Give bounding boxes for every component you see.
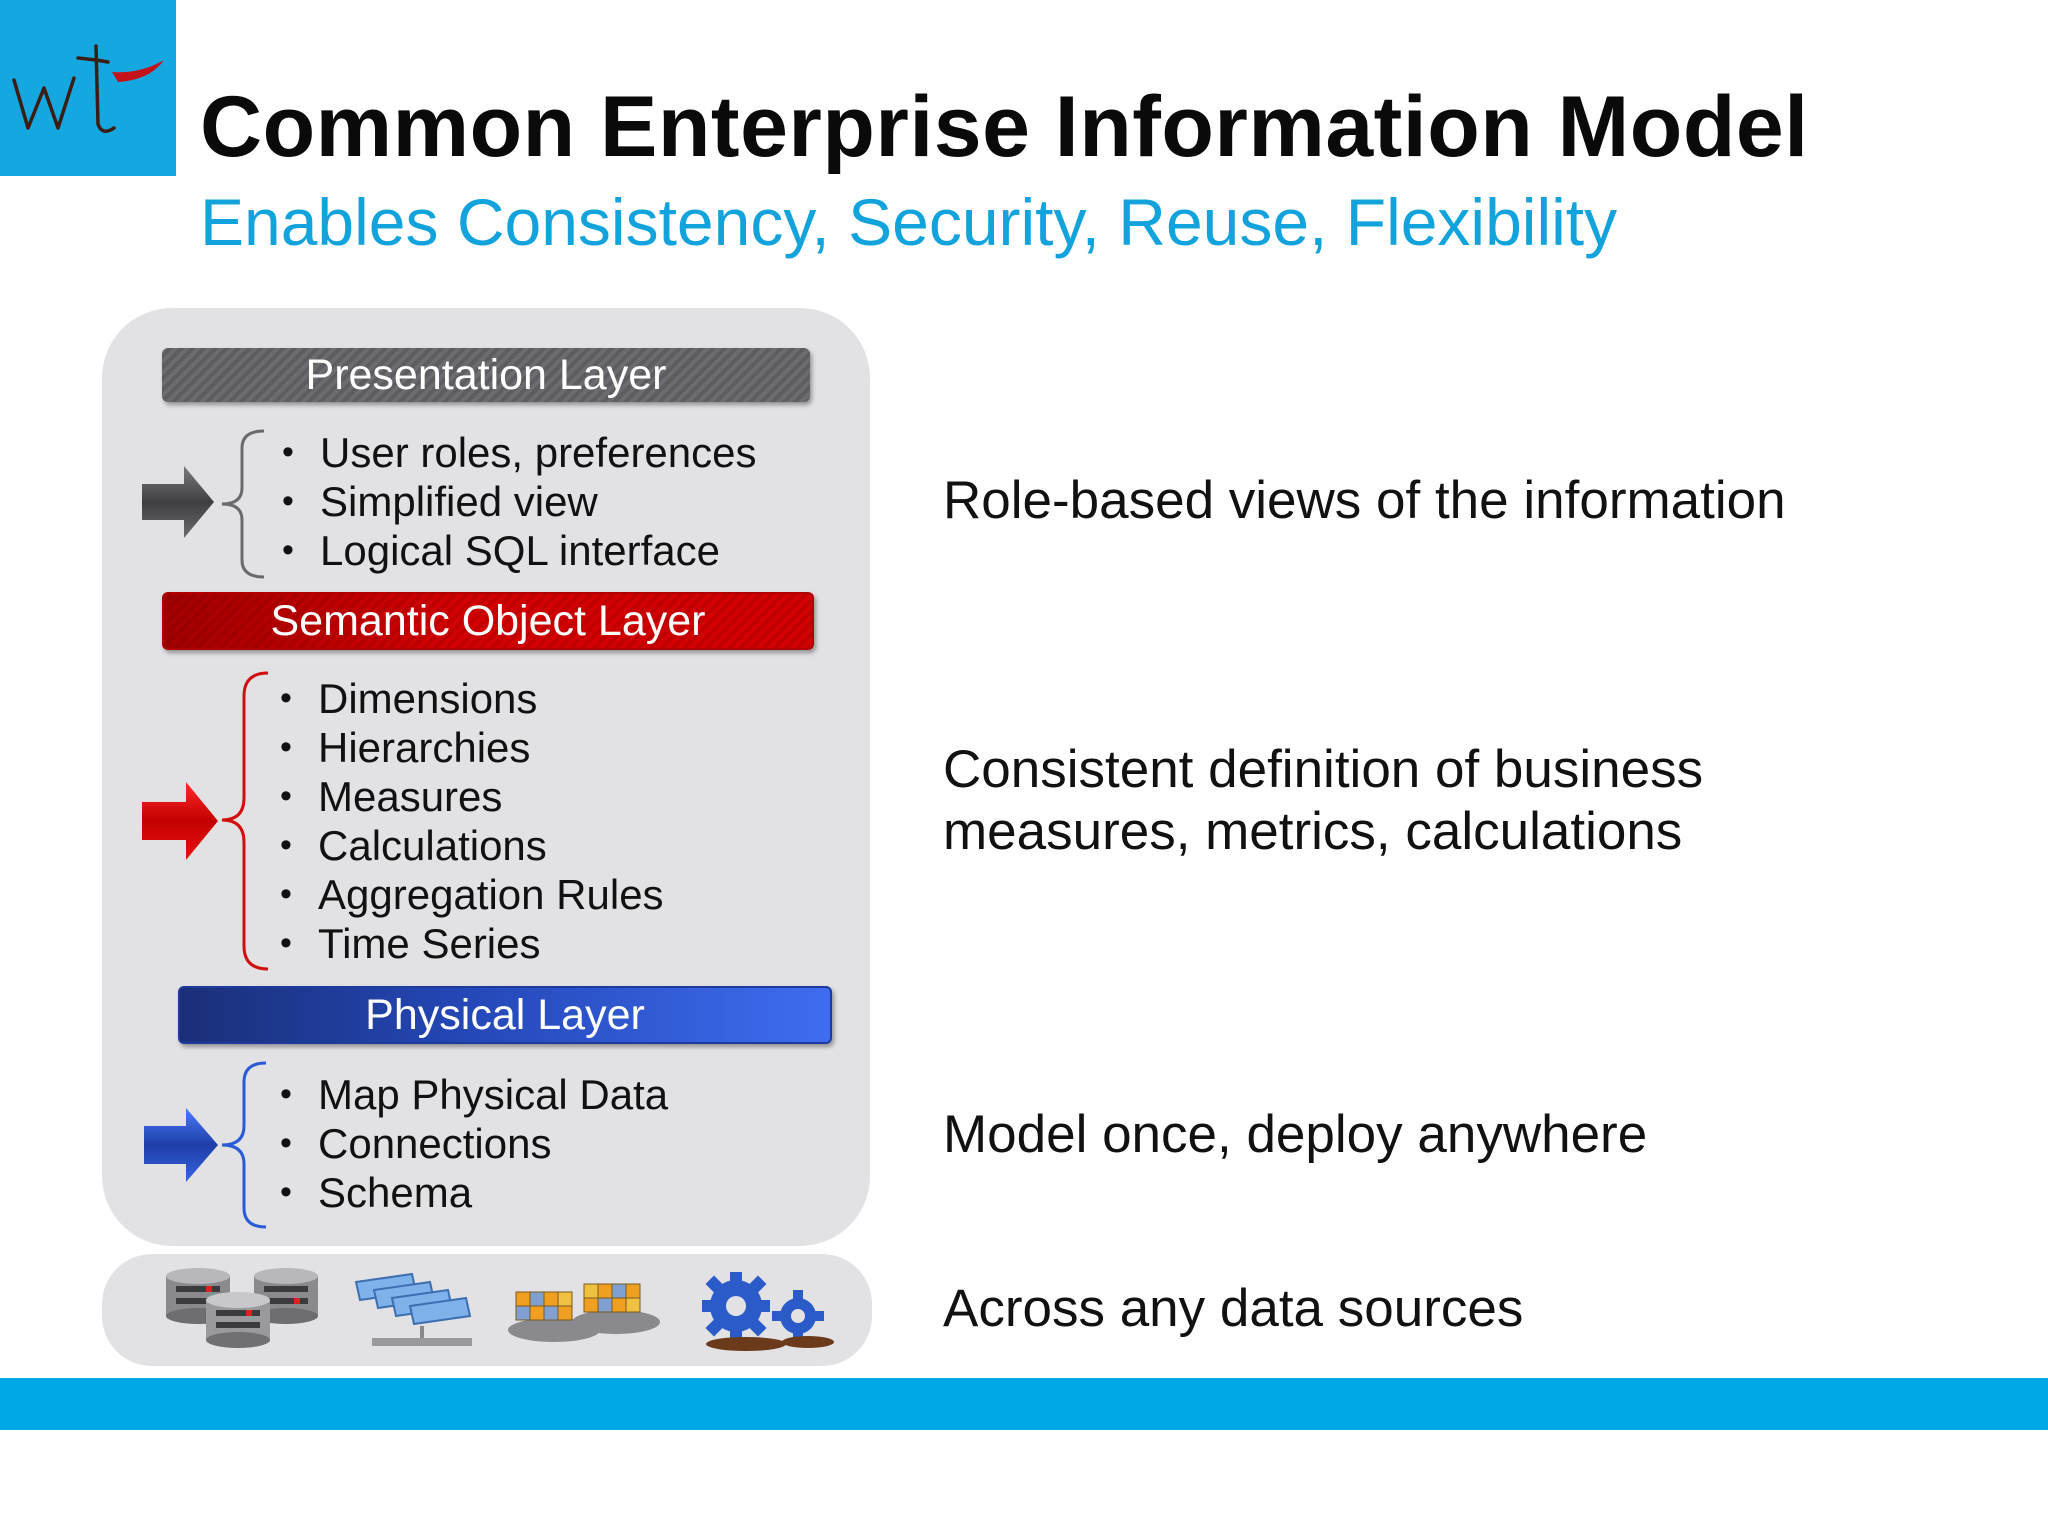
gears-icon <box>702 1272 834 1351</box>
list-item: Hierarchies <box>280 723 664 772</box>
semantic-brace-icon <box>221 671 269 971</box>
presentation-layer-description: Role-based views of the information <box>943 471 1786 530</box>
presentation-arrow-icon <box>142 466 214 538</box>
data-sources-description: Across any data sources <box>943 1279 1524 1338</box>
database-cluster-icon <box>166 1268 318 1348</box>
list-item: Map Physical Data <box>280 1070 668 1119</box>
description-line: Consistent definition of business <box>943 740 1704 799</box>
physical-layer-description: Model once, deploy anywhere <box>943 1105 1648 1164</box>
list-item: Time Series <box>280 919 664 968</box>
list-item: Simplified view <box>282 477 757 526</box>
company-logo <box>0 0 176 176</box>
list-item: Aggregation Rules <box>280 870 664 919</box>
description-line: measures, metrics, calculations <box>943 802 1683 861</box>
footer-band <box>0 1378 2048 1430</box>
semantic-layer-list: Dimensions Hierarchies Measures Calculat… <box>280 674 664 968</box>
semantic-arrow-icon <box>142 782 218 860</box>
semantic-layer-description: Consistent definition of business measur… <box>943 739 1703 863</box>
wt-logo-icon <box>12 44 164 133</box>
list-item: User roles, preferences <box>282 428 757 477</box>
presentation-layer-list: User roles, preferences Simplified view … <box>282 428 757 575</box>
list-item: Logical SQL interface <box>282 526 757 575</box>
list-item: Connections <box>280 1119 668 1168</box>
file-stack-icon <box>354 1272 472 1346</box>
physical-layer-bar: Physical Layer <box>178 986 832 1044</box>
list-item: Measures <box>280 772 664 821</box>
list-item: Dimensions <box>280 674 664 723</box>
physical-arrow-icon <box>144 1108 218 1182</box>
list-item: Calculations <box>280 821 664 870</box>
olap-cube-icon <box>508 1283 660 1342</box>
presentation-brace-icon <box>221 429 265 579</box>
list-item: Schema <box>280 1168 668 1217</box>
physical-layer-list: Map Physical Data Connections Schema <box>280 1070 668 1217</box>
page-subtitle: Enables Consistency, Security, Reuse, Fl… <box>200 185 1618 259</box>
physical-brace-icon <box>221 1061 267 1229</box>
presentation-layer-bar: Presentation Layer <box>162 348 810 402</box>
page-title: Common Enterprise Information Model <box>200 79 1809 175</box>
semantic-object-layer-bar: Semantic Object Layer <box>162 592 814 650</box>
